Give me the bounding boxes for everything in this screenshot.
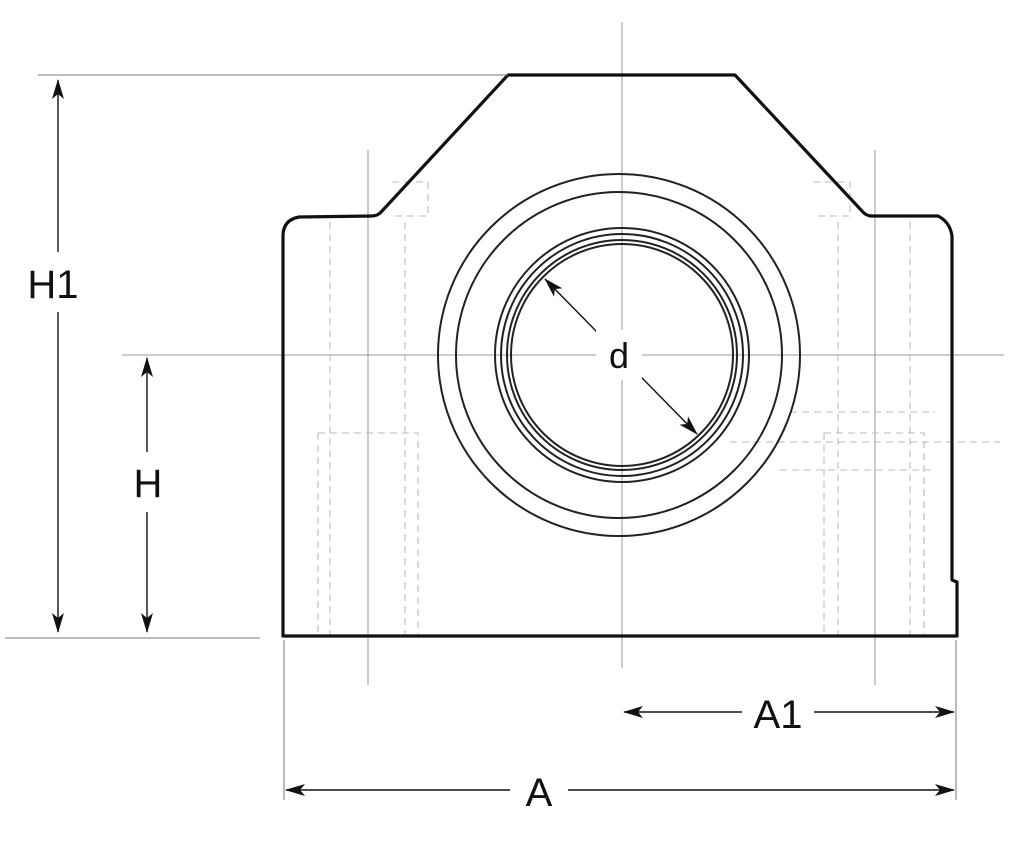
label-a1: A1 [754, 693, 803, 737]
dimension-h: H [118, 357, 178, 633]
label-d: d [609, 335, 629, 376]
label-a: A [526, 771, 553, 815]
housing-outline [281, 73, 959, 638]
left-hidden-bolt-hole [317, 181, 429, 635]
label-h1: H1 [27, 263, 78, 307]
right-hidden-bolt-hole [730, 181, 1000, 635]
dimension-d: d [544, 278, 698, 435]
label-h: H [134, 462, 163, 506]
bearing-mid-ring [500, 233, 744, 477]
bearing-inner-ring [506, 239, 738, 471]
dimension-a: A [285, 762, 955, 820]
outer-seal-ring [437, 173, 801, 537]
outer-bore-ring [455, 191, 783, 519]
dimension-h1: H1 [20, 79, 90, 633]
bearing-outer-ring [494, 227, 750, 483]
bore-ring [510, 243, 734, 467]
dimension-a1: A1 [623, 685, 955, 741]
